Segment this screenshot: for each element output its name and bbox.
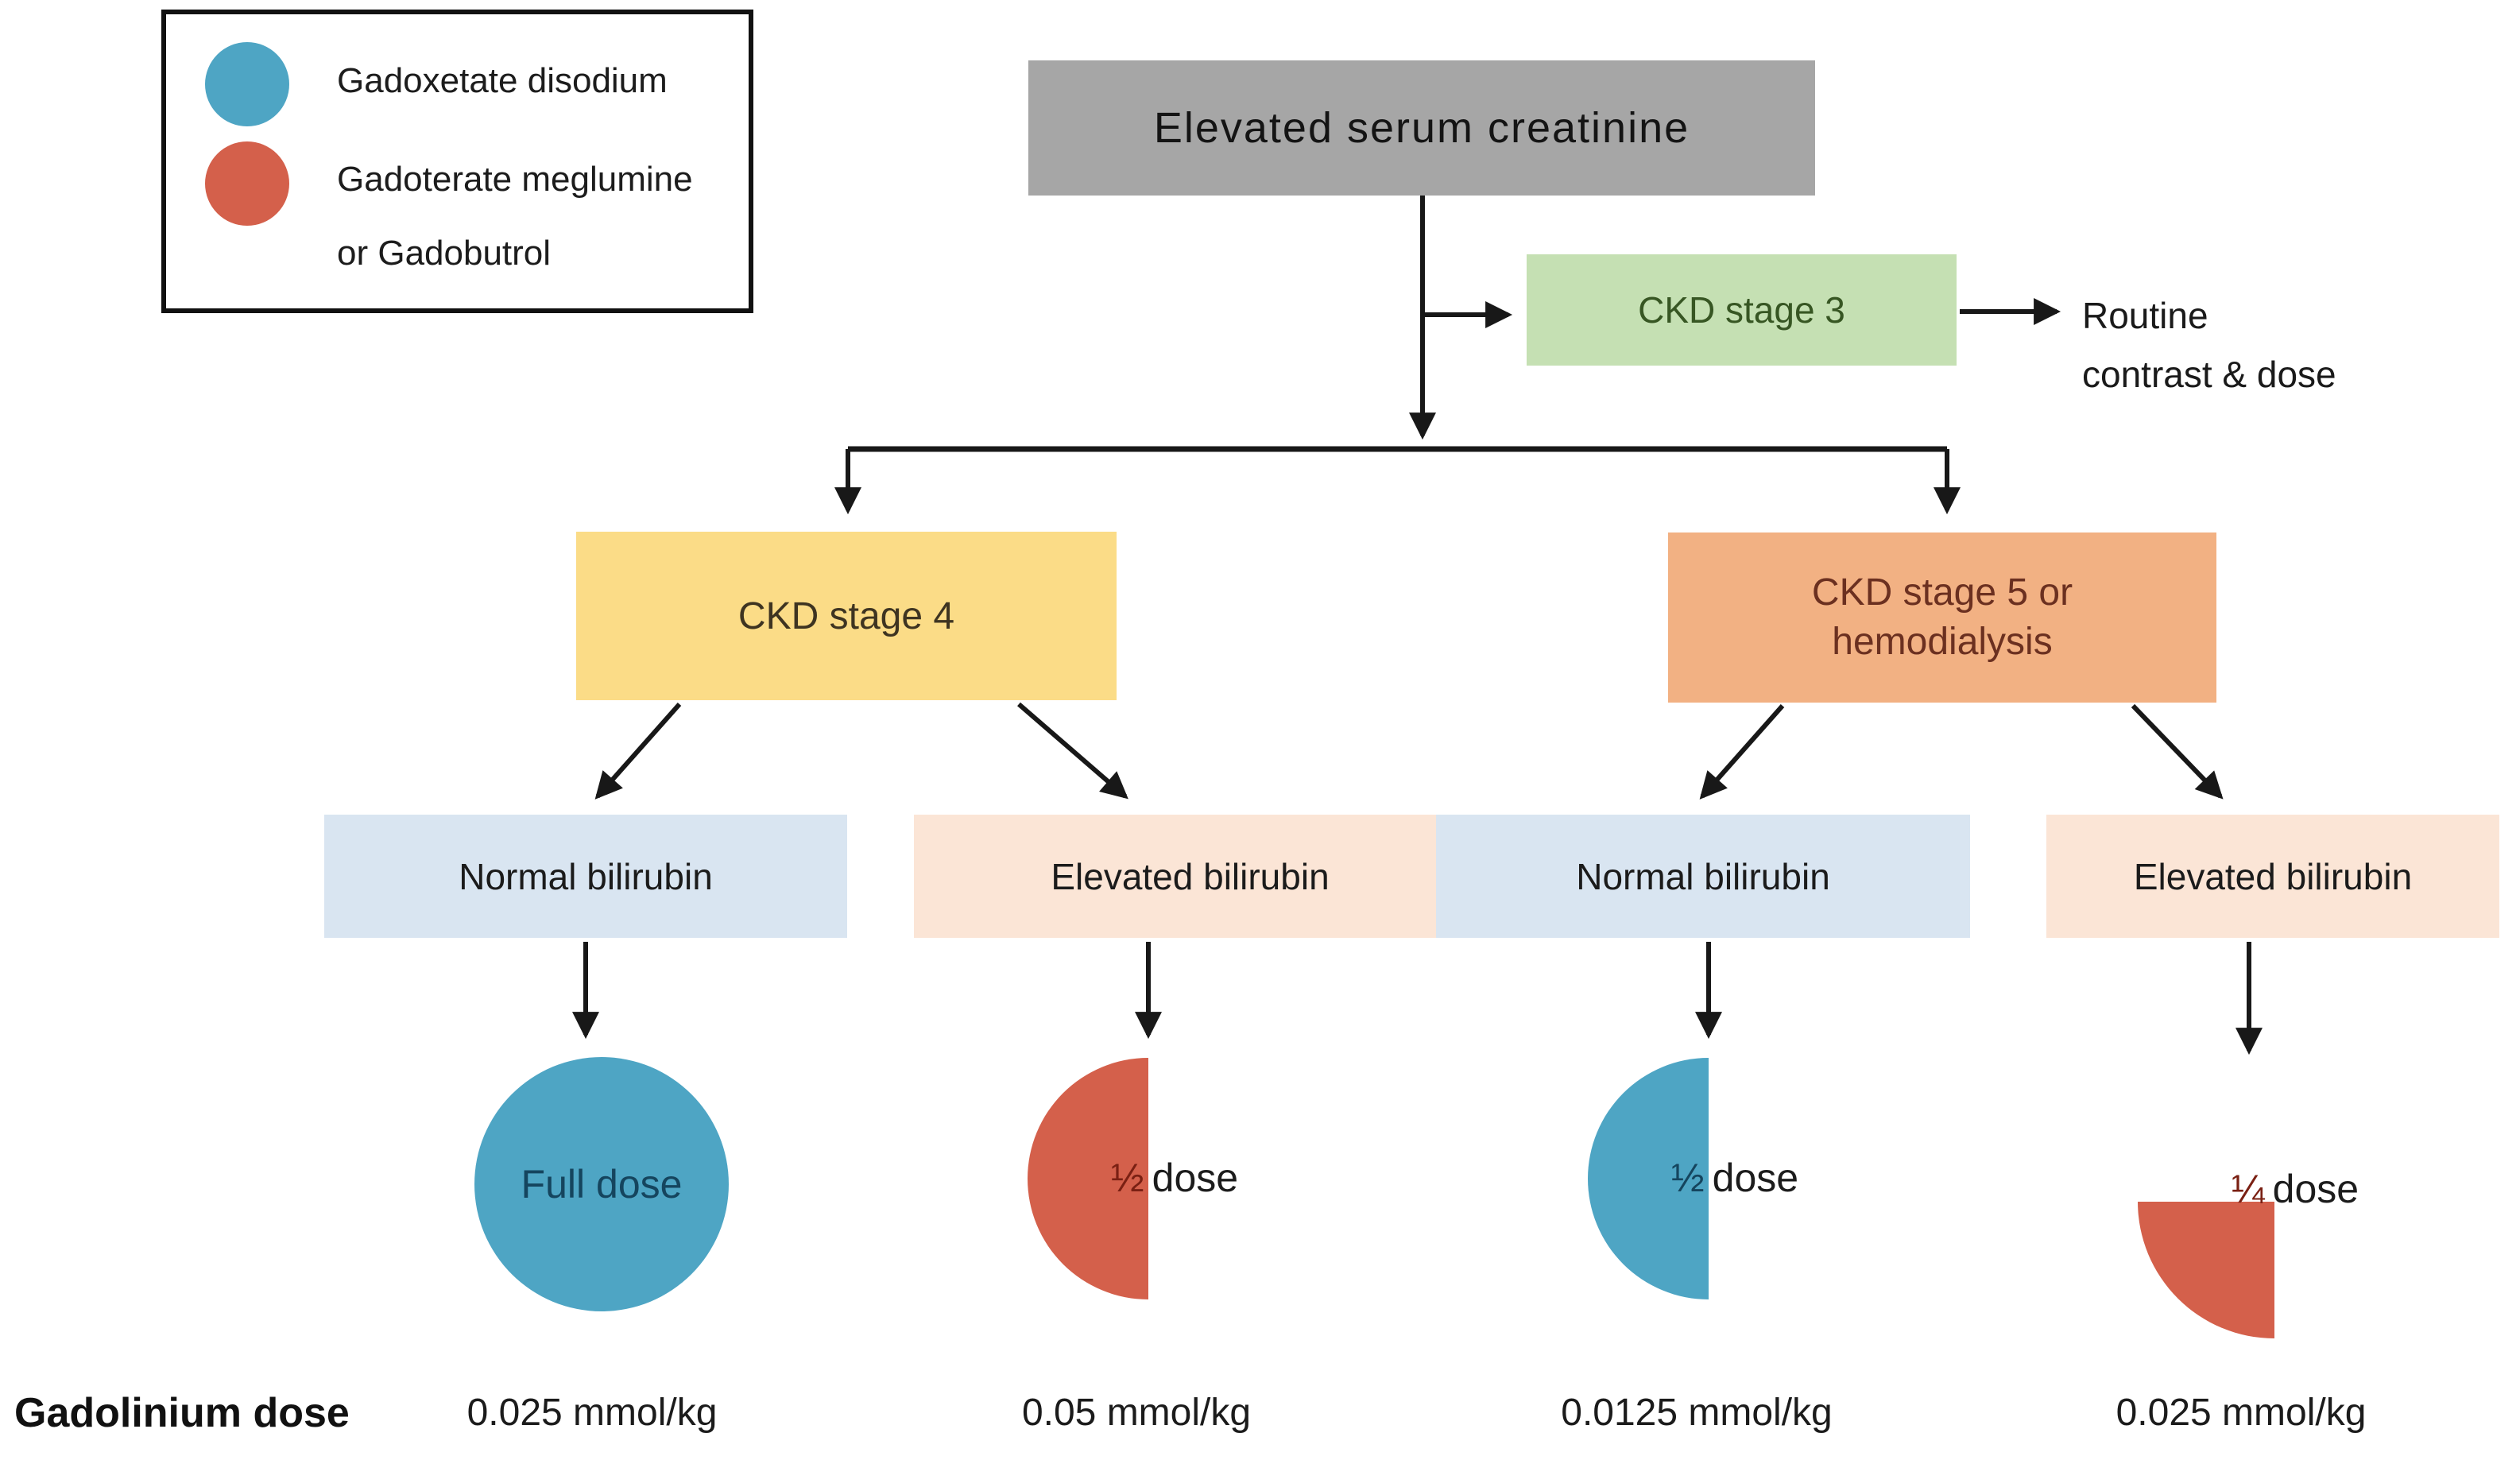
full-dose-label: Full dose [521, 1162, 683, 1206]
dose-value-quarter: 0.025 mmol/kg [2115, 1392, 2367, 1434]
arrow-ckd4-to-normal [594, 703, 682, 800]
node-ckd-stage-5: CKD stage 5 or hemodialysis [1668, 532, 2216, 703]
dose-value-full: 0.025 mmol/kg [466, 1392, 718, 1434]
quarter-fraction: ¼ [2231, 1167, 2265, 1211]
elevated-bilirubin-right-label: Elevated bilirubin [2133, 855, 2413, 897]
node-elevated-bilirubin-right: Elevated bilirubin [2046, 815, 2499, 938]
gadoxetate-disodium-swatch-icon [205, 42, 289, 126]
full-dose-circle-icon [474, 1057, 729, 1311]
legend-label-gadoterate-line2: or Gadobutrol [337, 234, 552, 273]
gadolinium-dose-row-label: Gadolinium dose [14, 1390, 350, 1436]
node-elevated-serum-creatinine-label: Elevated serum creatinine [1153, 104, 1690, 152]
quarter-dose-word: dose [2272, 1167, 2359, 1211]
node-elevated-serum-creatinine: Elevated serum creatinine [1028, 60, 1815, 196]
half-fraction: ½ [1110, 1156, 1144, 1200]
half-dose-word: dose [1712, 1156, 1799, 1200]
routine-line2: contrast & dose [2082, 354, 2336, 395]
node-ckd-stage-3: CKD stage 3 [1527, 254, 1957, 366]
arrow-ckd5-to-elevated [2131, 703, 2224, 800]
dose-value-half-red: 0.05 mmol/kg [1021, 1392, 1252, 1434]
legend-label-gadoterate-line1: Gadoterate meglumine [337, 160, 693, 199]
node-normal-bilirubin-left: Normal bilirubin [324, 815, 847, 938]
normal-bilirubin-left-label: Normal bilirubin [459, 855, 713, 897]
node-ckd-stage-5-label: CKD stage 5 or hemodialysis [1812, 568, 2073, 667]
dose-value-half-blue: 0.0125 mmol/kg [1561, 1392, 1833, 1434]
ckd5-line1: CKD stage 5 or [1811, 571, 2073, 614]
half-dose-word: dose [1152, 1156, 1239, 1200]
arrow-ckd4-to-elevated [1017, 702, 1128, 800]
half-fraction: ½ [1670, 1156, 1705, 1200]
node-ckd-stage-4-label: CKD stage 4 [737, 594, 955, 637]
legend-box [161, 10, 753, 313]
node-ckd-stage-4: CKD stage 4 [576, 532, 1117, 700]
node-normal-bilirubin-right: Normal bilirubin [1436, 815, 1970, 938]
arrow-ckd5-to-normal [1699, 704, 1785, 800]
routine-contrast-dose-label: Routine contrast & dose [2082, 286, 2336, 404]
node-ckd-stage-3-label: CKD stage 3 [1638, 289, 1845, 331]
normal-bilirubin-right-label: Normal bilirubin [1576, 855, 1830, 897]
legend-label-gadoxetate: Gadoxetate disodium [337, 61, 668, 100]
node-elevated-bilirubin-left: Elevated bilirubin [914, 815, 1466, 938]
routine-line1: Routine [2082, 295, 2208, 336]
gadoterate-gadobutrol-swatch-icon [205, 141, 289, 226]
ckd5-line2: hemodialysis [1832, 621, 2053, 663]
elevated-bilirubin-left-label: Elevated bilirubin [1051, 855, 1330, 897]
